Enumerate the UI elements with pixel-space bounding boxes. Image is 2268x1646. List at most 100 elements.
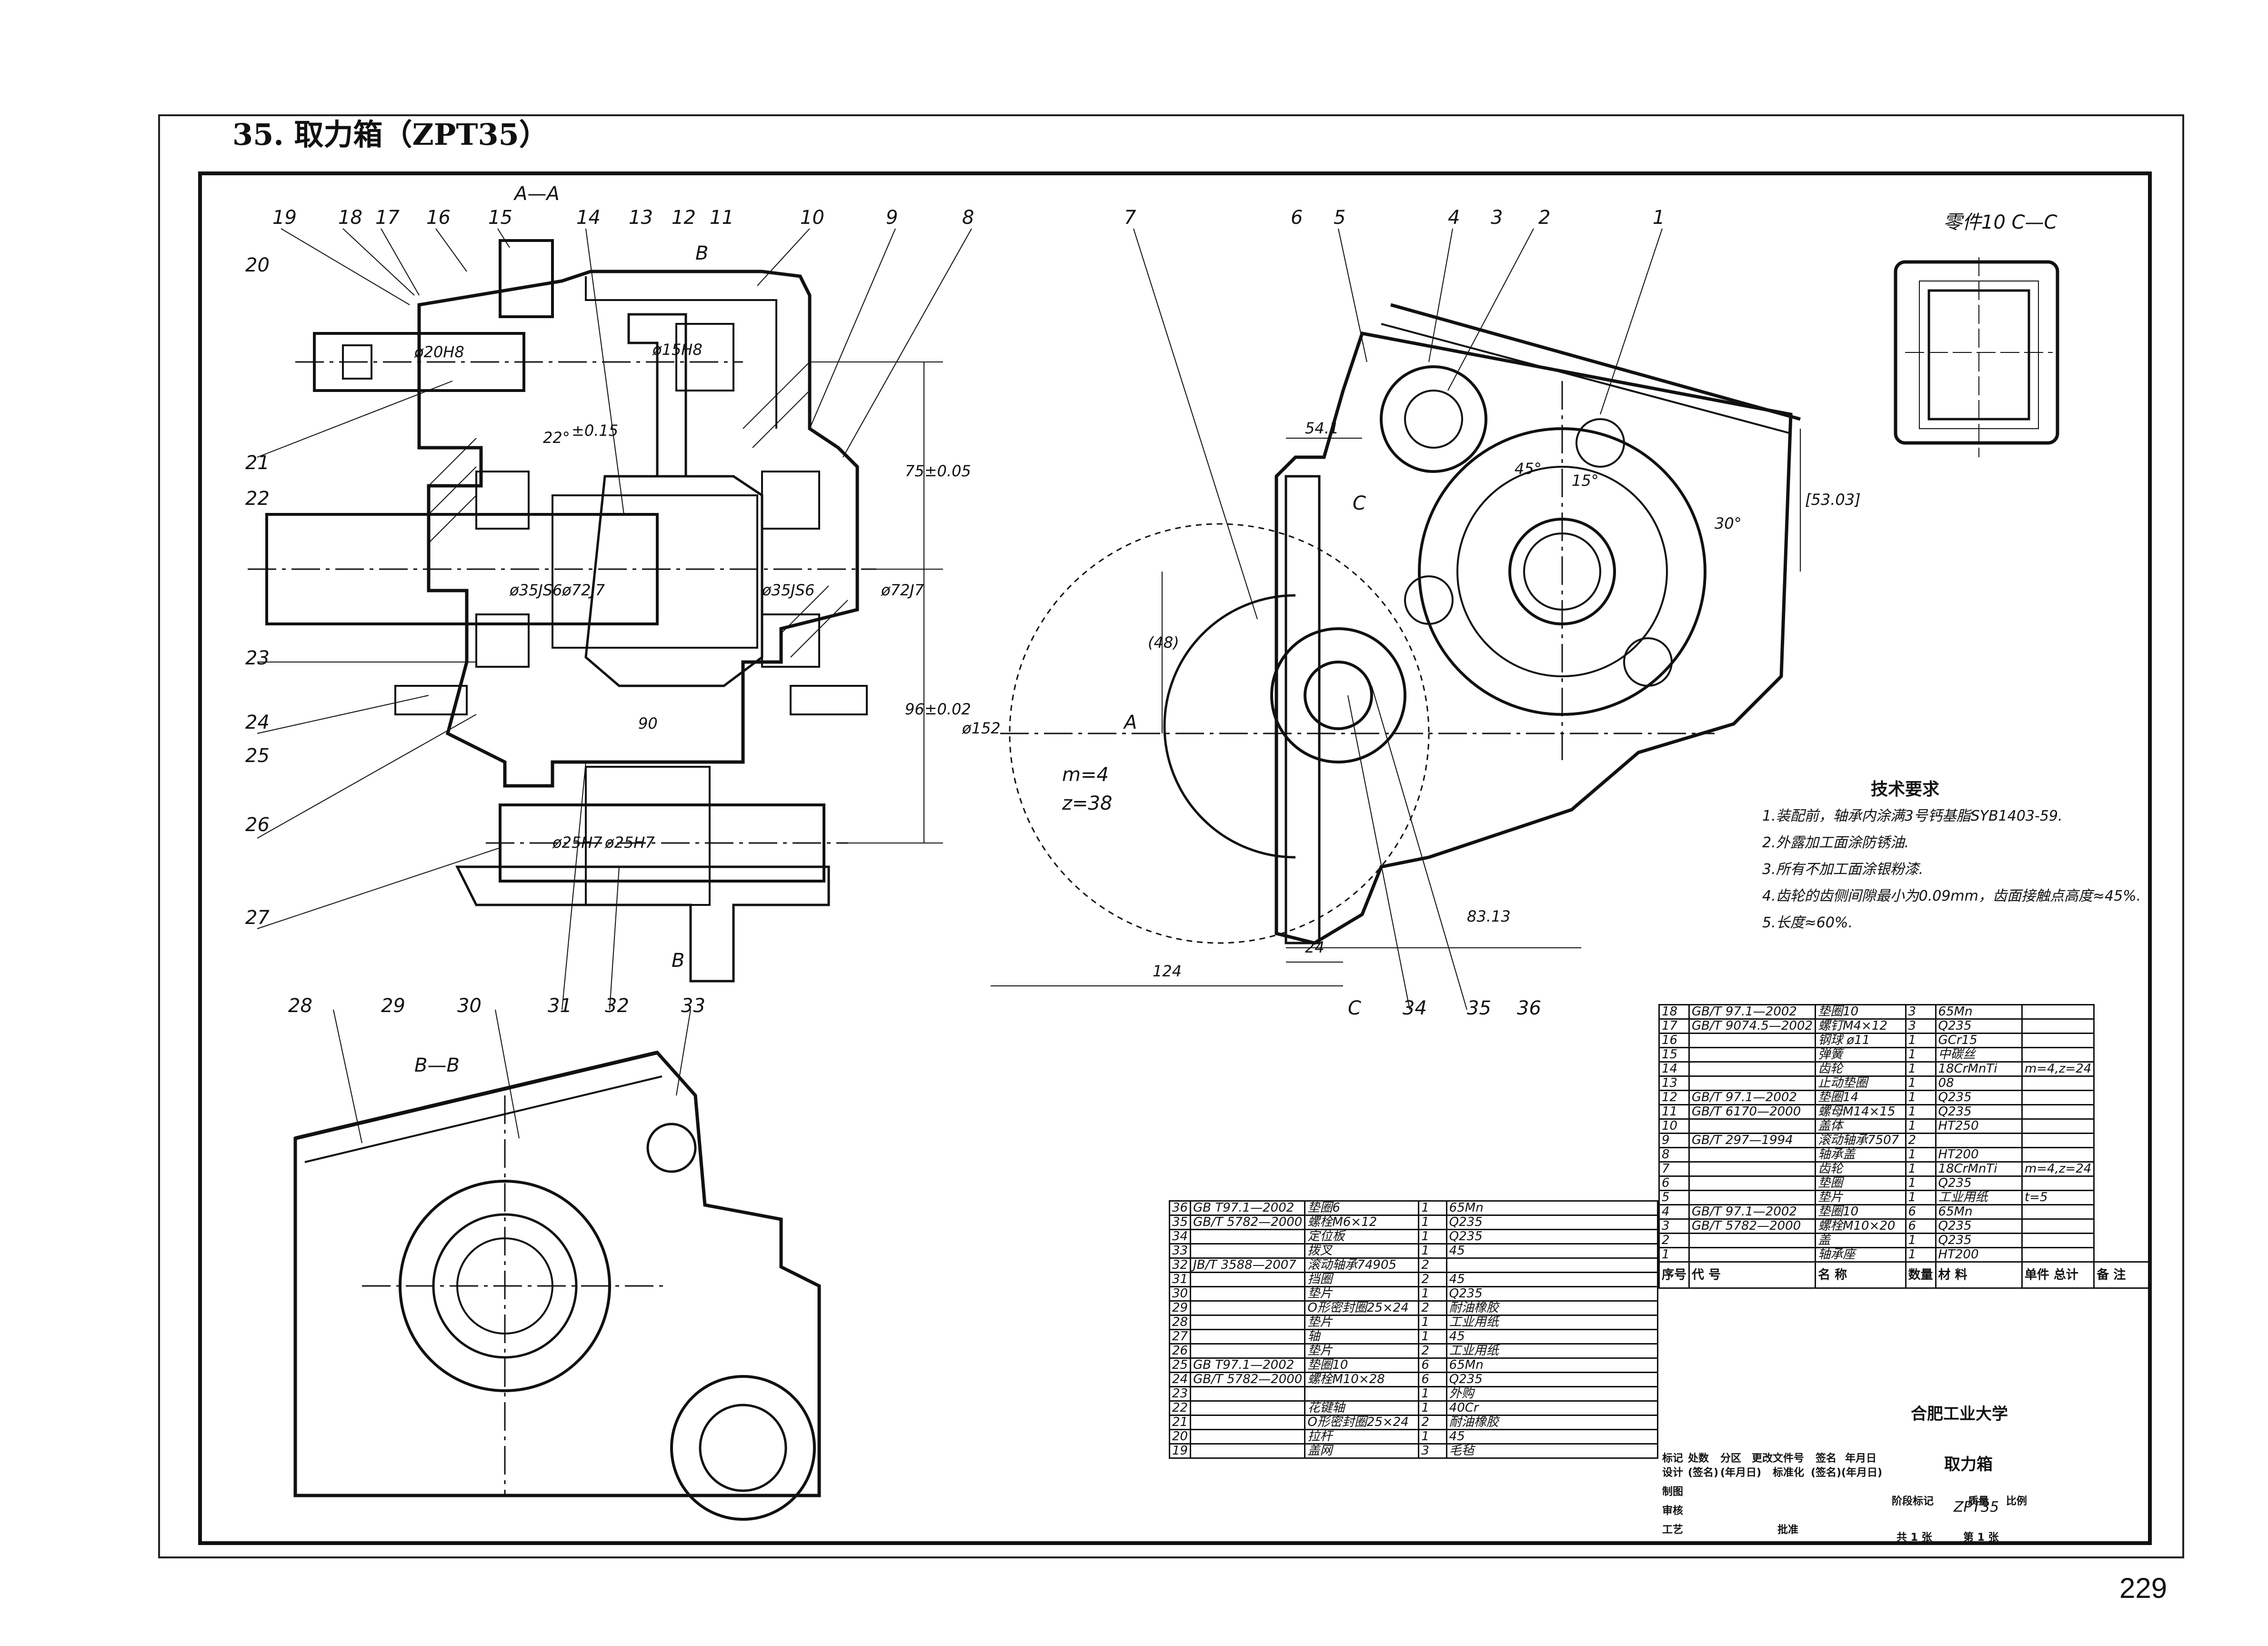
- bom-left-cell: 轴: [1304, 1329, 1420, 1345]
- bom-right-cell: 10: [1658, 1118, 1690, 1134]
- bom-right-cell: [2021, 1075, 2095, 1091]
- bom-right-cell: GB/T 5782—2000: [1688, 1218, 1816, 1234]
- bom-header-cell: 备 注: [2093, 1261, 2152, 1289]
- bom-header-cell: 单件 总计: [2021, 1261, 2095, 1289]
- dim-45deg: 45°: [1515, 460, 1542, 478]
- tb-col-date: 年月日: [1845, 1453, 1877, 1465]
- bom-right-cell: Q235: [1935, 1175, 2023, 1191]
- bom-left-cell: 1: [1418, 1214, 1447, 1230]
- callout-28: 28: [288, 995, 312, 1017]
- bom-right-cell: [2021, 1147, 2095, 1163]
- bom-left-cell: 20: [1168, 1429, 1192, 1445]
- tb-sheet-no: 第 1 张: [1963, 1532, 1999, 1544]
- technical-requirements: 技术要求 1.装配前，轴承内涂满3号钙基脂SYB1403-59. 2.外露加工面…: [1762, 776, 2143, 936]
- bom-left-cell: 工业用纸: [1445, 1343, 1659, 1359]
- callout-23: 23: [245, 647, 270, 669]
- bom-right-cell: 垫片: [1815, 1190, 1907, 1205]
- callout-17: 17: [375, 207, 400, 229]
- bom-right-cell: 17: [1658, 1018, 1690, 1034]
- bom-left-cell: 工业用纸: [1445, 1315, 1659, 1330]
- tb-sign-1: (签名): [1688, 1467, 1719, 1479]
- bom-left-cell: O形密封圈25×24: [1304, 1300, 1420, 1316]
- bom-right-cell: 4: [1658, 1204, 1690, 1220]
- callout-10: 10: [800, 207, 824, 229]
- callout-33: 33: [681, 995, 705, 1017]
- bom-right-cell: 滚动轴承7507: [1815, 1133, 1907, 1148]
- dim-d35js6-left: ø35JS6: [509, 581, 562, 599]
- bom-left-cell: 花键轴: [1304, 1400, 1420, 1416]
- bom-left-cell: GB/T 5782—2000: [1190, 1372, 1306, 1387]
- bom-left-cell: 外购: [1445, 1386, 1659, 1402]
- bom-left-cell: GB T97.1—2002: [1190, 1357, 1306, 1373]
- dim-83: 83.13: [1467, 907, 1511, 925]
- bom-left-cell: 65Mn: [1445, 1357, 1659, 1373]
- callout-25: 25: [245, 745, 270, 767]
- tech-title: 技术要求: [1870, 780, 1939, 799]
- bom-left-cell: 19: [1168, 1443, 1192, 1459]
- drawing-frame: [198, 171, 2152, 1545]
- bom-right-cell: [2021, 1204, 2095, 1220]
- leader-lines: [257, 228, 1663, 1144]
- tb-mass: 质量: [1968, 1495, 1989, 1507]
- bom-right-cell: 止动垫圈: [1815, 1075, 1907, 1091]
- bom-right-cell: [1688, 1047, 1816, 1063]
- bom-left-cell: 定位板: [1304, 1229, 1420, 1245]
- callout-24: 24: [245, 712, 270, 733]
- bom-right-cell: 7: [1658, 1161, 1690, 1177]
- bom-right-cell: 1: [1905, 1118, 1937, 1134]
- tech-line-3: 3.所有不加工面涂银粉漆.: [1762, 861, 1924, 878]
- bom-left-cell: [1190, 1315, 1306, 1330]
- bom-right-cell: [1688, 1247, 1816, 1263]
- callout-9: 9: [886, 207, 898, 229]
- bom-left-cell: [1190, 1329, 1306, 1345]
- bom-right-cell: GB/T 97.1—2002: [1688, 1004, 1816, 1020]
- bom-left-cell: [1190, 1243, 1306, 1259]
- bom-right-cell: 14: [1658, 1061, 1690, 1077]
- bom-right-cell: 轴承盖: [1815, 1147, 1907, 1163]
- callout-4: 4: [1448, 207, 1460, 229]
- bom-left-cell: 垫片: [1304, 1343, 1420, 1359]
- tech-line-5: 5.长度≈60%.: [1762, 914, 1853, 931]
- page-number: 229: [2119, 1572, 2168, 1604]
- callout-19: 19: [272, 207, 297, 229]
- bom-right-cell: 1: [1905, 1047, 1937, 1063]
- bom-right-cell: 垫圈10: [1815, 1004, 1907, 1020]
- bom-left-cell: 1: [1418, 1329, 1447, 1345]
- dim-angle22: 22°: [543, 429, 570, 447]
- bom-right-cell: 1: [1905, 1175, 1937, 1191]
- dim-75: 75±0.05: [905, 462, 971, 480]
- view-label-bb: B—B: [414, 1054, 460, 1076]
- bom-right-cell: Q235: [1935, 1090, 2023, 1105]
- bom-right-cell: 3: [1905, 1004, 1937, 1020]
- bom-left-cell: JB/T 3588—2007: [1190, 1257, 1306, 1273]
- bom-left-cell: 2: [1418, 1300, 1447, 1316]
- bom-right-cell: [2021, 1218, 2095, 1234]
- view-label-part10: 零件10 C—C: [1943, 211, 2057, 233]
- bom-right-cell: 15: [1658, 1047, 1690, 1063]
- marker-c-top: C: [1353, 492, 1366, 514]
- bom-right-cell: [1688, 1161, 1816, 1177]
- bom-header-cell: 数量: [1905, 1261, 1937, 1289]
- tb-col-count: 处数: [1688, 1453, 1709, 1465]
- bom-left-cell: [1190, 1429, 1306, 1445]
- marker-c-bottom: C: [1348, 997, 1361, 1019]
- bom-left-cell: 30: [1168, 1286, 1192, 1302]
- view-label-aa: A—A: [513, 183, 560, 205]
- bom-right-cell: 工业用纸: [1935, 1190, 2023, 1205]
- side-view: [991, 303, 1801, 986]
- callout-1: 1: [1653, 207, 1665, 229]
- section-aa-view: [248, 239, 943, 983]
- bom-header-cell: 序号: [1658, 1261, 1690, 1289]
- bom-right-cell: [1688, 1190, 1816, 1205]
- tb-sheet-total: 共 1 张: [1897, 1532, 1932, 1544]
